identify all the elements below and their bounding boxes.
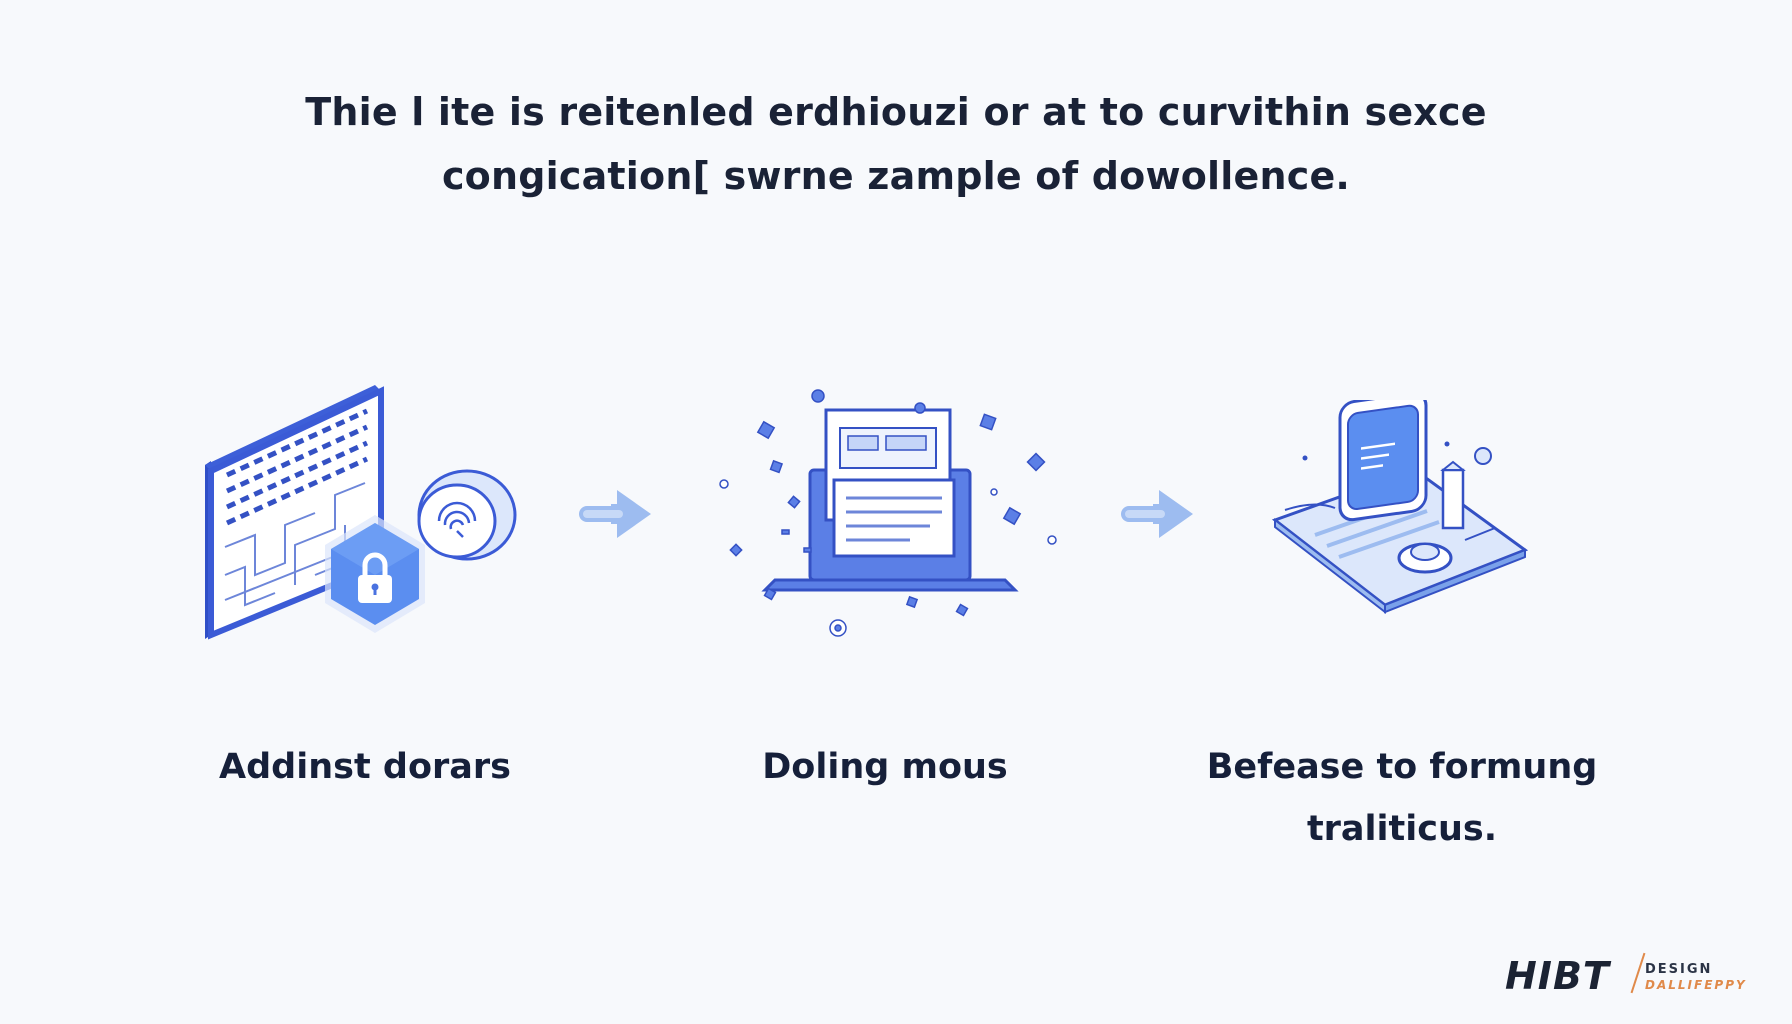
step-3-label-line-2: traliticus.	[1306, 809, 1498, 849]
secure-data-grid-lock-icon	[205, 385, 517, 640]
step-1-label: Addinst dorars	[165, 736, 565, 798]
brand-name: HIBT	[1505, 954, 1610, 998]
right-arrow-icon	[1121, 490, 1193, 538]
tablet-device-icon	[1271, 400, 1529, 615]
headline-line-1: Thie l ite is reitenled erdhiouzi or at …	[305, 90, 1487, 134]
step-2-label: Doling mous	[685, 736, 1085, 798]
brand-sub-2: DALLIFEPPY	[1645, 978, 1747, 992]
step-1-label-line-1: Addinst dorars	[219, 747, 511, 787]
step-3-label: Befease to formung traliticus.	[1202, 736, 1602, 860]
step-2-label-line-1: Doling mous	[762, 747, 1008, 787]
brand-logo: HIBT DESIGN DALLIFEPPY	[1505, 950, 1765, 1000]
right-arrow-icon	[579, 490, 651, 538]
step-3-label-line-1: Befease to formung	[1206, 747, 1598, 787]
headline: Thie l ite is reitenled erdhiouzi or at …	[0, 80, 1792, 208]
brand-sub-1: DESIGN	[1645, 962, 1713, 977]
headline-line-2: congication[ swrne zample of dowollence.	[441, 154, 1351, 198]
laptop-documents-icon	[719, 389, 1057, 637]
brand-divider	[1630, 952, 1646, 994]
